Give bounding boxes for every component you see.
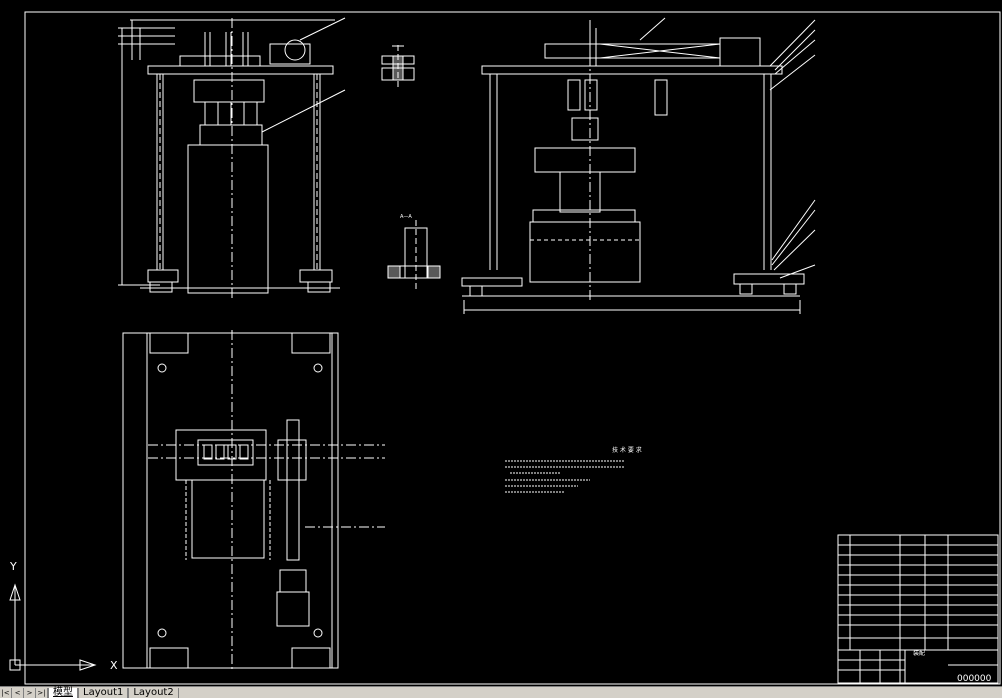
notes-heading: 技 术 要 求 [612, 446, 642, 454]
tab-layout2[interactable]: Layout2 [128, 687, 179, 698]
prev-icon[interactable]: < [12, 687, 24, 698]
last-icon[interactable]: >| [36, 687, 48, 698]
technical-notes: 技 术 要 求 [505, 446, 642, 493]
layout-tab-bar: |< < > >| 模型 Layout1 Layout2 [0, 686, 1002, 698]
tab-model[interactable]: 模型 [48, 687, 78, 698]
plan-view [122, 330, 385, 670]
title-block: 装配 000000 [837, 534, 999, 684]
title-block-logo: 装配 [913, 649, 925, 657]
side-view [461, 17, 816, 314]
ucs-x-label: X [110, 659, 118, 672]
next-icon[interactable]: > [24, 687, 36, 698]
first-icon[interactable]: |< [0, 687, 12, 698]
title-block-number: 000000 [957, 674, 992, 684]
ucs-y-label: Y [9, 560, 17, 573]
detail-view [381, 45, 415, 90]
ucs-icon: X Y [9, 560, 118, 672]
drawing-frame [24, 11, 1001, 685]
tab-layout1[interactable]: Layout1 [78, 687, 129, 698]
section-a-a-label: A—A [400, 214, 412, 220]
section-a-a: A—A [387, 214, 441, 290]
front-view [118, 17, 346, 300]
